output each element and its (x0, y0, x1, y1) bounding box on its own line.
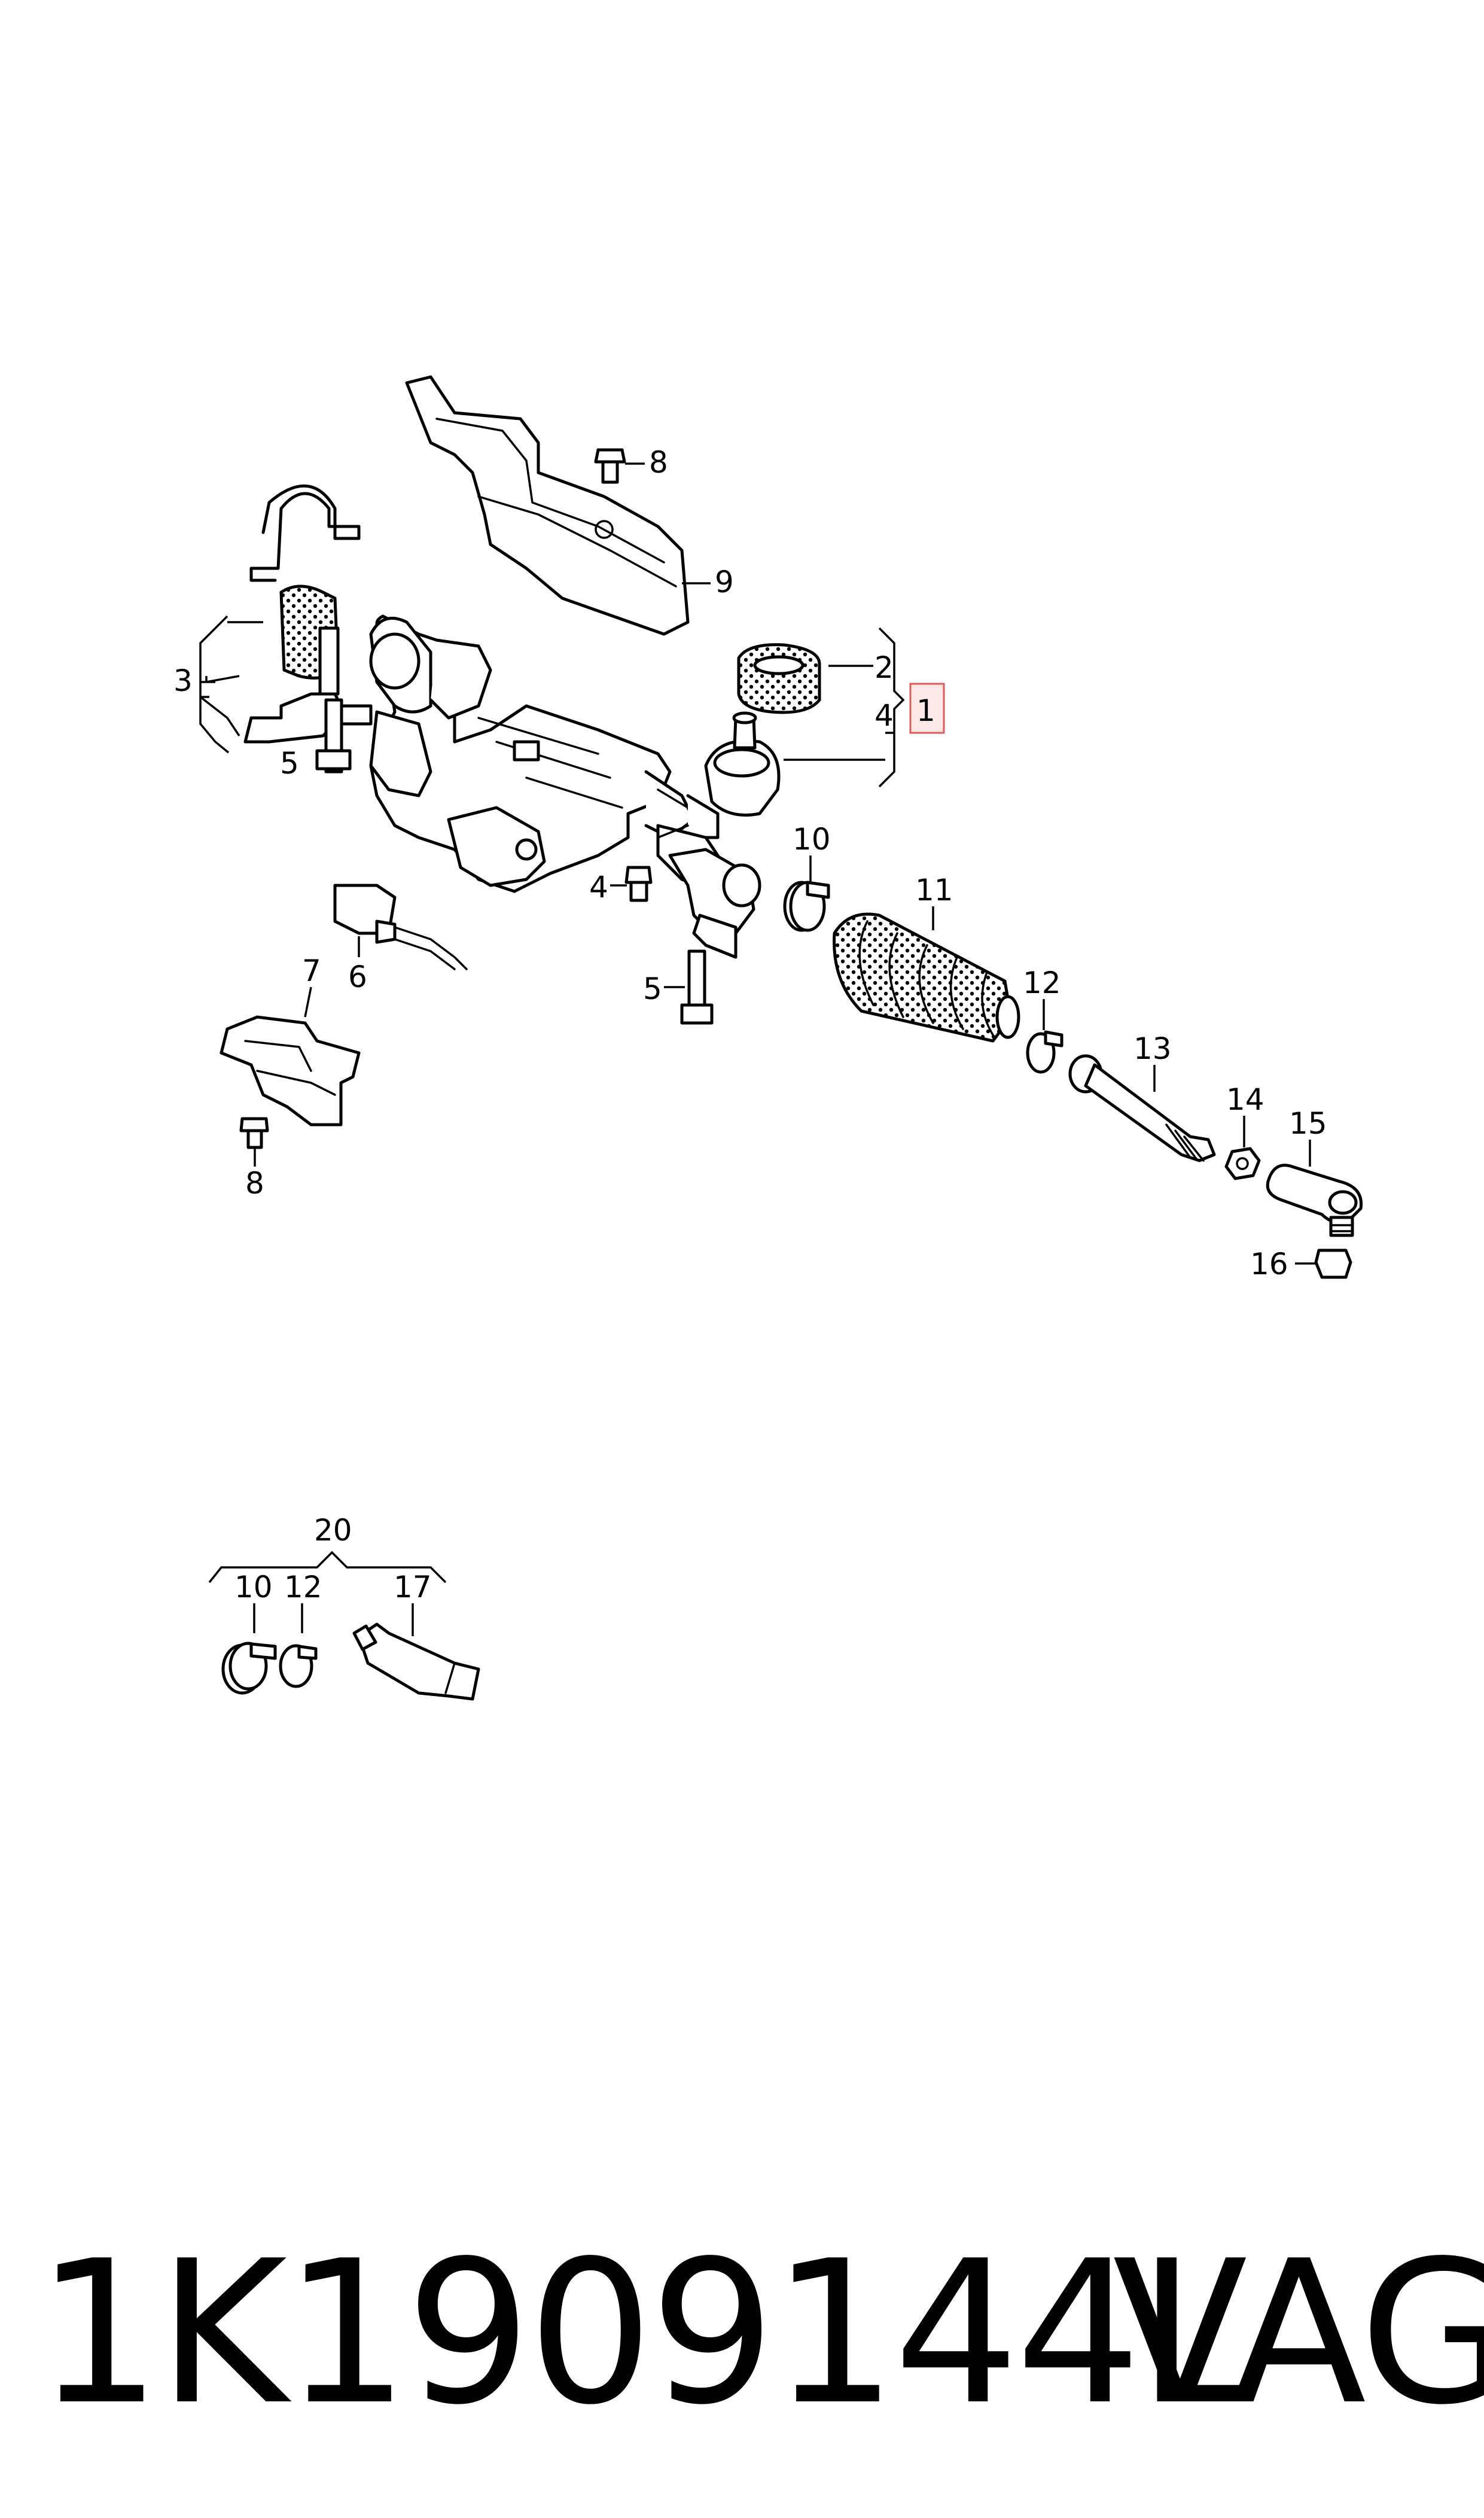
callout-15: 15 (1289, 1106, 1327, 1141)
kit-20-bracket (208, 1551, 447, 1636)
callout-8-lower: 8 (245, 1166, 264, 1201)
callout-14: 14 (1226, 1082, 1264, 1117)
nut-part-14 (1224, 1116, 1261, 1180)
bolt-part-8-top (594, 448, 626, 484)
callout-11: 11 (915, 873, 953, 908)
heat-shield-part-7 (220, 987, 361, 1126)
mounting-bracket-part-3 (243, 484, 373, 744)
tie-rod-end-part-15 (1266, 1140, 1363, 1237)
dust-seal-part-2 (737, 643, 821, 714)
clamp-part-10-kit (221, 1642, 277, 1695)
plug-part-4 (610, 866, 653, 902)
highlight-box-part-1 (909, 683, 945, 734)
assembly-bracket-1 (784, 627, 905, 788)
callout-9: 9 (715, 565, 734, 599)
heat-shield-part-9 (405, 375, 690, 636)
bracket-3-leader (199, 615, 263, 754)
callout-1: 1 (916, 693, 936, 728)
tie-rod-part-13 (1068, 1054, 1216, 1162)
callout-16: 16 (1250, 1247, 1288, 1281)
callout-4-lower: 4 (589, 870, 608, 905)
callout-13: 13 (1133, 1031, 1172, 1066)
nut-part-16 (1295, 1249, 1352, 1279)
bellows-boot-part-11 (833, 906, 1020, 1043)
part-number: 1K1909144L (36, 2218, 1248, 2448)
brand-label: VAG (1113, 2218, 1484, 2448)
callout-17: 17 (394, 1570, 432, 1604)
callout-4-upper: 4 (874, 698, 894, 733)
callout-3: 3 (173, 663, 193, 698)
callout-20: 20 (314, 1513, 352, 1548)
small-clamp-part-12 (1026, 999, 1064, 1074)
steering-rack-housing (369, 614, 781, 959)
callout-5-left: 5 (280, 746, 299, 781)
long-bolt-part-5-right (664, 949, 714, 1025)
long-bolt-part-5-left (315, 698, 352, 774)
callout-7: 7 (302, 954, 321, 988)
callout-5-right: 5 (643, 972, 662, 1006)
callout-12-kit: 12 (284, 1570, 322, 1604)
bolt-part-8-lower (239, 1117, 269, 1167)
callout-10: 10 (793, 822, 831, 857)
sensor-part-6 (333, 884, 468, 970)
callout-8-top: 8 (649, 445, 668, 480)
grease-tube-part-17 (352, 1622, 480, 1701)
callout-12: 12 (1023, 966, 1061, 1000)
small-clamp-part-12-kit (279, 1644, 318, 1688)
clamp-part-10 (783, 855, 830, 932)
callout-10-kit: 10 (234, 1570, 273, 1604)
callout-2: 2 (874, 650, 894, 685)
callout-6: 6 (348, 960, 367, 994)
footer: 1K1909144L VAG (0, 2213, 1484, 2489)
